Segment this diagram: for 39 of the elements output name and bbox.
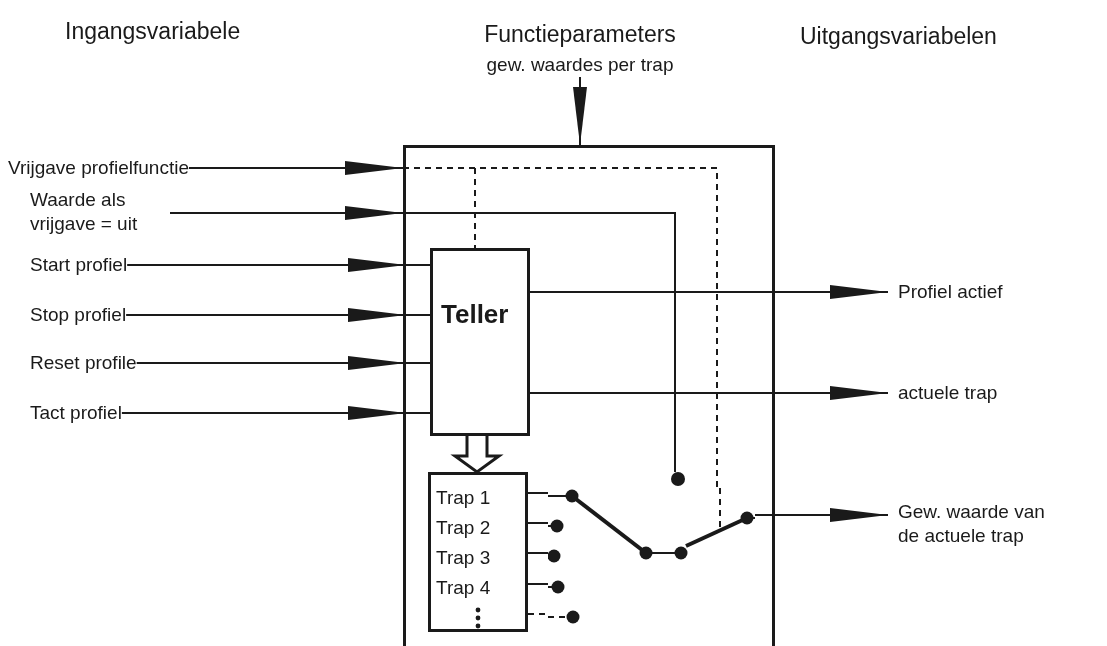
arrow (120, 406, 431, 420)
variable-label: actuele trap (897, 381, 998, 405)
arrow (125, 308, 431, 322)
arrow (169, 206, 404, 220)
variable-label: Reset profile (30, 351, 137, 375)
function-block (403, 145, 775, 646)
variable-label: Gew. waarde van de actuele trap (897, 500, 1046, 548)
arrow (573, 76, 587, 146)
arrow (126, 258, 431, 272)
switch-symbol (548, 488, 755, 625)
column-heading: Functieparameters (484, 20, 676, 48)
variable-label: Vrijgave profielfunctie (8, 156, 189, 180)
variable-label: gew. waardes per trap (486, 53, 674, 77)
counter-box (430, 248, 530, 436)
variable-label: Start profiel (30, 253, 128, 277)
arrow (529, 386, 889, 400)
connector-line (527, 492, 549, 494)
step-label: Trap 3 (436, 547, 491, 569)
variable-label: Stop profiel (30, 303, 127, 327)
variable-label: Tact profiel (30, 401, 122, 425)
step-label: Trap 4 (436, 577, 491, 599)
hollow-arrow (450, 434, 504, 474)
connector-line (527, 552, 549, 554)
step-label: Trap 2 (436, 517, 491, 539)
connector-line (527, 583, 549, 585)
step-list-box (428, 472, 528, 632)
connector-line (474, 167, 476, 249)
counter-label: Teller (441, 299, 509, 329)
arrow (187, 161, 404, 175)
variable-label: Profiel actief (897, 280, 1003, 304)
arrow (529, 285, 889, 299)
variable-label: Waarde als vrijgave = uit (30, 188, 139, 236)
step-label: Trap 1 (436, 487, 491, 509)
column-heading: Uitgangsvariabelen (800, 22, 997, 50)
connector-line (527, 522, 549, 524)
arrow (135, 356, 431, 370)
arrow (754, 508, 889, 522)
contact-dot (671, 472, 685, 486)
column-heading: Ingangsvariabele (65, 17, 241, 45)
